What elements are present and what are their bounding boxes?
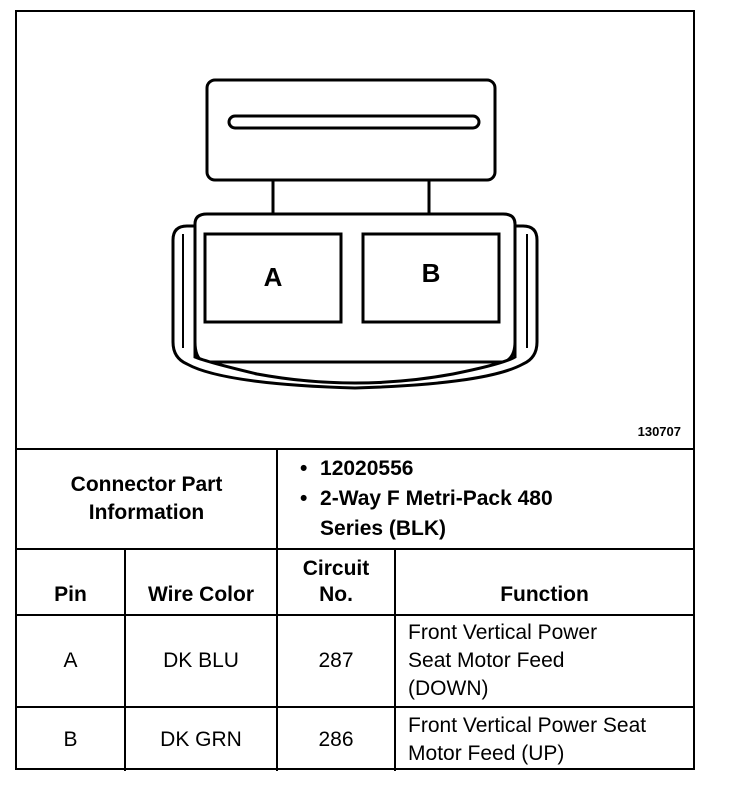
wire-color-cell: DK BLU xyxy=(123,614,279,708)
header-circuit-no: Circuit No. xyxy=(276,548,397,616)
circuit-no-cell: 286 xyxy=(276,706,397,771)
connector-type: •2-Way F Metri-Pack 480 Series (BLK) xyxy=(300,487,553,540)
connector-skirt xyxy=(171,224,539,390)
connector-table: Connector Part Information •12020556 •2-… xyxy=(17,448,694,771)
circuit-no-cell: 287 xyxy=(276,614,397,708)
function-cell: Front Vertical Power Seat Motor Feed (UP… xyxy=(394,706,694,771)
wire-color-cell: DK GRN xyxy=(123,706,279,771)
header-pin: Pin xyxy=(17,548,126,616)
cavity-b xyxy=(361,232,501,324)
figure-number: 130707 xyxy=(637,424,681,439)
connector-info-values: •12020556 •2-Way F Metri-Pack 480 Series… xyxy=(276,448,694,550)
table-header-row: Pin Wire Color Circuit No. Function xyxy=(17,548,694,616)
connector-drawing: A B xyxy=(171,78,539,390)
pin-cell: A xyxy=(17,614,126,708)
pin-cell: B xyxy=(17,706,126,771)
latch-slot xyxy=(227,114,481,130)
connector-diagram-frame: A B 130707 Connector Part Information •1… xyxy=(15,10,695,771)
header-function: Function xyxy=(394,548,694,616)
table-row: B DK GRN 286 Front Vertical Power Seat M… xyxy=(17,706,694,771)
connector-info-label: Connector Part Information xyxy=(17,448,279,550)
part-number: •12020556 xyxy=(300,457,414,480)
header-wire-color: Wire Color xyxy=(123,548,279,616)
connector-face-view: A B 130707 xyxy=(17,12,693,448)
function-cell: Front Vertical Power Seat Motor Feed (DO… xyxy=(394,614,694,708)
table-row: A DK BLU 287 Front Vertical Power Seat M… xyxy=(17,614,694,708)
cavity-label-b: B xyxy=(422,258,441,288)
cavity-a xyxy=(203,232,343,324)
connector-info-row: Connector Part Information •12020556 •2-… xyxy=(17,448,694,550)
latch-housing xyxy=(205,78,497,182)
cavity-label-a: A xyxy=(264,262,283,292)
